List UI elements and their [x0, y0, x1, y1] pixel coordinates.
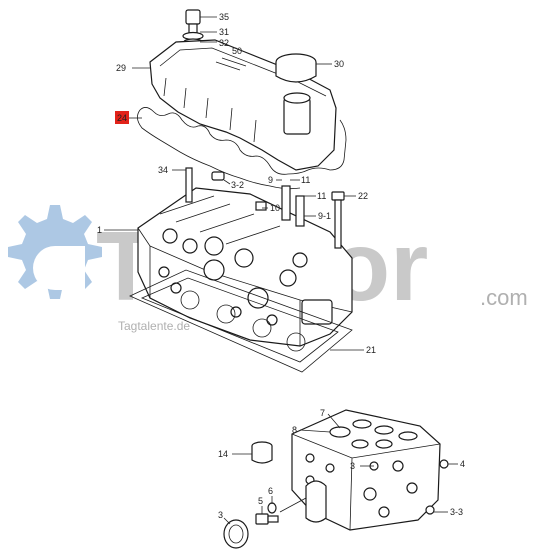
gear-icon [8, 205, 102, 299]
callout-10: 10 [270, 203, 280, 213]
callout-22: 22 [358, 191, 368, 201]
callout-8: 8 [292, 425, 297, 435]
callout-24[interactable]: 24 [117, 113, 127, 123]
callout-1: 1 [97, 225, 102, 235]
callout-3-3: 3-3 [450, 507, 463, 517]
head-detail-inset [223, 409, 449, 549]
rocker-cover [137, 9, 347, 190]
callout-9-1: 9-1 [318, 211, 331, 221]
callout-50: 50 [232, 46, 242, 56]
callout-3-inner: 3 [350, 461, 355, 471]
callout-5: 5 [258, 496, 263, 506]
callout-4: 4 [460, 459, 465, 469]
highlight-box[interactable] [115, 111, 129, 124]
callout-32: 32 [219, 38, 229, 48]
callout-labels: 35 31 32 50 29 30 24 34 3-2 9 11 11 22 1… [97, 12, 465, 520]
callout-34: 34 [158, 165, 168, 175]
watermark-tagline: Tagtalente.de [118, 319, 190, 333]
callout-14: 14 [218, 449, 228, 459]
callout-7: 7 [320, 408, 325, 418]
callout-3-ring: 3 [218, 510, 223, 520]
callout-29: 29 [116, 63, 126, 73]
callout-30: 30 [334, 59, 344, 69]
cylinder-head [129, 167, 353, 373]
callout-11-lower: 11 [317, 191, 326, 201]
leader-lines [104, 16, 458, 525]
callout-6: 6 [268, 486, 273, 496]
callout-3-2: 3-2 [231, 180, 244, 190]
watermark-domain: .com [480, 285, 528, 310]
callout-31: 31 [219, 27, 229, 37]
callout-21: 21 [366, 345, 376, 355]
callout-35: 35 [219, 12, 229, 22]
callout-11-upper: 11 [301, 175, 310, 185]
callout-9: 9 [268, 175, 273, 185]
